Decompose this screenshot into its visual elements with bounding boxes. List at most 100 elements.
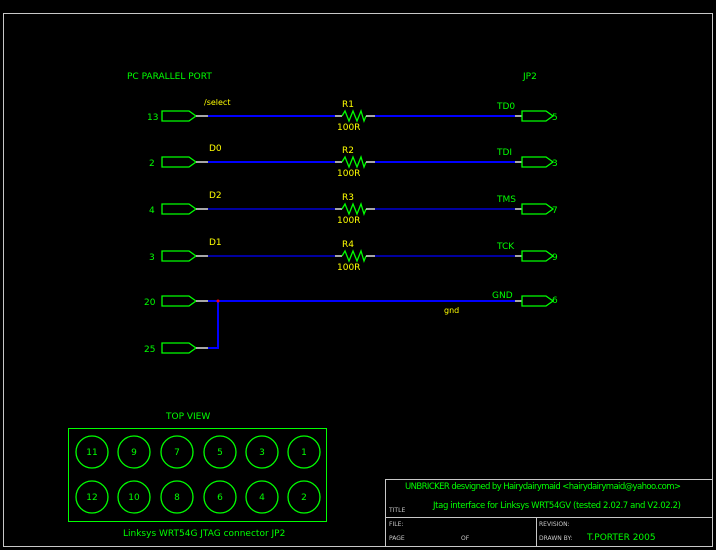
drawn-by-label: DRAWN BY: (539, 535, 572, 542)
pin-number: 1 (301, 448, 307, 458)
pin-number: 5 (217, 448, 223, 458)
pin-circle (287, 480, 321, 514)
pin-circle (203, 435, 237, 469)
sheet-border (3, 13, 713, 547)
left-pin-number: 2 (149, 159, 155, 169)
connector-pin: 9 (117, 435, 151, 469)
left-pin-number: 25 (144, 345, 155, 355)
pin-circle (75, 435, 109, 469)
pin-number: 6 (217, 493, 223, 503)
resistor-ref: R2 (342, 146, 354, 156)
jtag-pin (521, 203, 555, 215)
connector-pin: 6 (203, 480, 237, 514)
pin-circle (160, 480, 194, 514)
wire (208, 301, 219, 349)
connector-pin: 1 (287, 435, 321, 469)
net-label: D2 (209, 191, 222, 201)
pin-number: 9 (131, 448, 137, 458)
drawn-by-value: T.PORTER 2005 (586, 533, 656, 543)
connector-pin: 2 (287, 480, 321, 514)
connector-pin: 4 (245, 480, 279, 514)
parallel-port-pin (161, 110, 198, 122)
jtag-signal-label: GND (492, 291, 513, 301)
jtag-signal-label: TCK (496, 242, 515, 252)
resistor-ref: R3 (342, 193, 354, 203)
net-label: D1 (209, 238, 222, 248)
right-pin-number: 7 (552, 206, 558, 216)
connector-caption: Linksys WRT54G JTAG connector JP2 (123, 529, 285, 539)
parallel-port-pin (161, 156, 198, 168)
jtag-pin (521, 250, 555, 262)
pin-circle (117, 480, 151, 514)
pin-number: 11 (86, 448, 97, 458)
jtag-signal-label: TDI (496, 148, 512, 158)
resistor-value: 100R (337, 123, 360, 133)
jtag-pin (521, 295, 555, 307)
left-pin-number: 13 (147, 113, 158, 123)
net-r2: 2 D0 R2 100R TDI 3 (149, 144, 558, 179)
title-label: TITLE (388, 507, 405, 514)
parallel-port-pin (161, 250, 198, 262)
net-ground: 20 25 gnd GND 6 (144, 291, 558, 355)
pin-circle (75, 480, 109, 514)
resistor-ref: R1 (342, 100, 354, 110)
page-label: PAGE (389, 535, 405, 542)
connector-pin: 10 (117, 480, 151, 514)
junction-dot (216, 299, 220, 303)
file-label: FILE: (389, 521, 403, 528)
pin-circle (117, 435, 151, 469)
net-label: D0 (209, 144, 222, 154)
parallel-port-pin (161, 203, 198, 215)
right-header: JP2 (522, 72, 537, 82)
pin-number: 4 (259, 493, 265, 503)
title-block: UNBRICKER desvigned by Hairydairymaid <h… (385, 479, 713, 547)
left-pin-number: 3 (149, 253, 155, 263)
resistor-value: 100R (337, 263, 360, 273)
net-label: gnd (444, 306, 459, 315)
pin-number: 3 (259, 448, 265, 458)
revision-label: REVISION: (539, 521, 570, 528)
right-pin-number: 9 (552, 253, 558, 263)
pin-circle (160, 435, 194, 469)
net-r3: 4 D2 R3 100R TMS 7 (149, 191, 558, 226)
resistor-ref: R4 (342, 240, 354, 250)
jtag-pin (521, 156, 555, 168)
connector-pin: 11 (75, 435, 109, 469)
right-pin-number: 5 (552, 113, 558, 123)
resistor-value: 100R (337, 216, 360, 226)
right-pin-number: 3 (552, 159, 558, 169)
right-pin-number: 6 (552, 296, 558, 306)
connector-pin: 7 (160, 435, 194, 469)
pin-circle (203, 480, 237, 514)
jtag-signal-label: TMS (496, 195, 516, 205)
pin-circle (287, 435, 321, 469)
left-pin-number: 20 (144, 298, 156, 308)
parallel-port-pin (161, 295, 198, 307)
resistor-value: 100R (337, 169, 360, 179)
pin-number: 2 (301, 493, 307, 503)
left-pin-number: 4 (149, 206, 155, 216)
net-label: /select (204, 98, 230, 107)
jtag-signal-label: TD0 (496, 102, 515, 112)
parallel-port-pin (161, 342, 198, 354)
pin-circle (245, 435, 279, 469)
pin-circle (245, 480, 279, 514)
connector-pin: 5 (203, 435, 237, 469)
net-r4: 3 D1 R4 100R TCK 9 (149, 238, 558, 273)
pin-number: 10 (128, 493, 140, 503)
resistor-symbol (341, 202, 367, 216)
title-line-2: Jtag interface for Linksys WRT54GV (test… (432, 501, 681, 511)
net-r1: 13/select R1 100R TD0 5 (147, 98, 558, 133)
connector-pin: 8 (160, 480, 194, 514)
resistor-symbol (341, 155, 367, 169)
connector-outline (68, 428, 327, 522)
pin-number: 7 (174, 448, 180, 458)
pin-number: 12 (86, 493, 97, 503)
resistor-symbol (341, 109, 367, 123)
pin-number: 8 (174, 493, 180, 503)
left-header: PC PARALLEL PORT (127, 72, 212, 82)
title-line-1: UNBRICKER desvigned by Hairydairymaid <h… (405, 482, 681, 492)
connector-title: TOP VIEW (165, 412, 210, 422)
of-label: OF (461, 535, 470, 542)
